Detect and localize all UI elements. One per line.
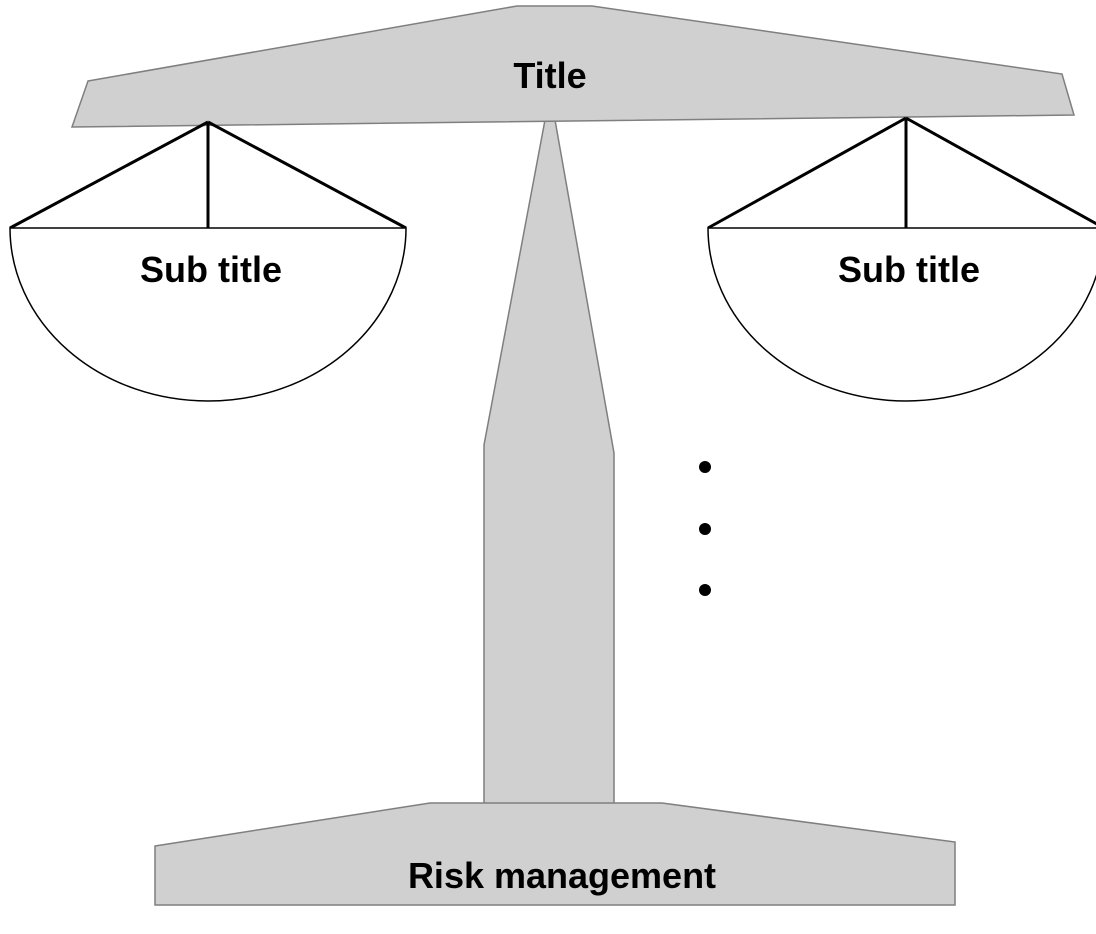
right-pan-subtitle: Sub title xyxy=(838,249,980,290)
left-pan-strings xyxy=(9,120,407,230)
bullet-dot xyxy=(699,523,711,535)
right-pan-strings xyxy=(707,116,1096,230)
scale-base xyxy=(154,802,956,906)
left-pan-subtitle: Sub title xyxy=(140,249,282,290)
right-pan-bowl xyxy=(707,227,1096,402)
bullet-dot xyxy=(699,584,711,596)
base-label: Risk management xyxy=(408,855,716,896)
scale-stem xyxy=(483,119,615,806)
beam-title: Title xyxy=(513,55,586,96)
bullet-dot xyxy=(699,461,711,473)
bullet-list xyxy=(699,461,711,596)
scale-beam xyxy=(70,5,1075,128)
left-pan-bowl xyxy=(9,227,407,402)
